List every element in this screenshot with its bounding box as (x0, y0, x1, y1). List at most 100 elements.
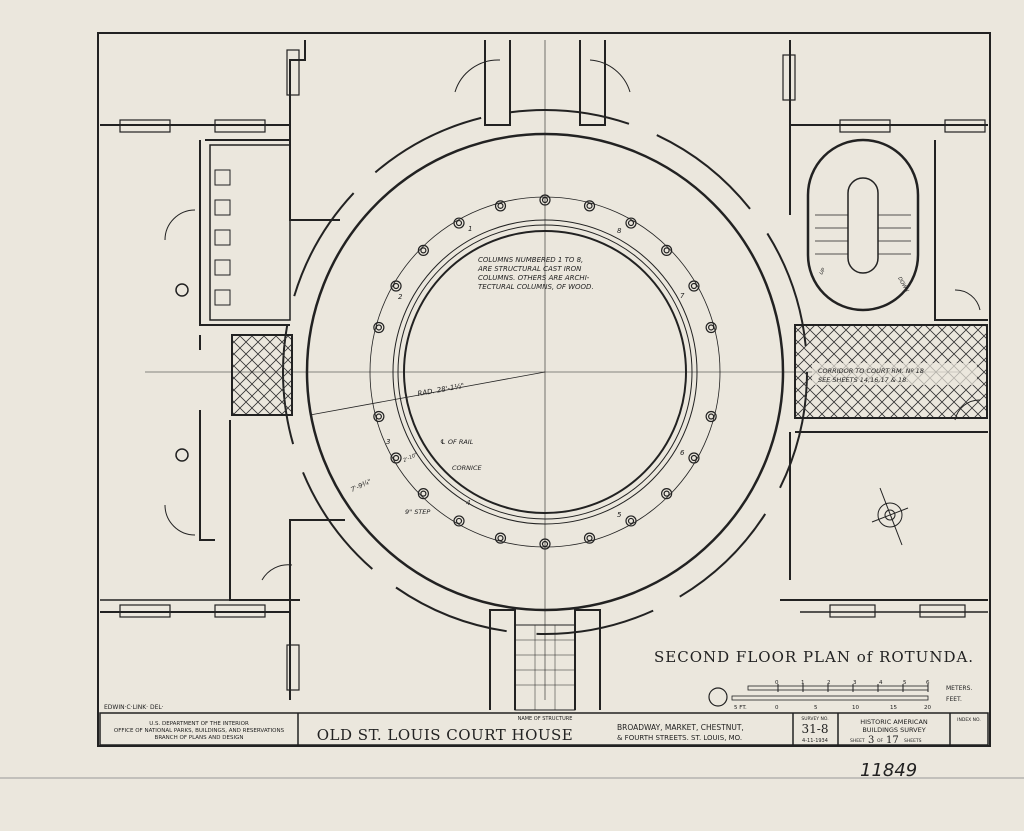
column-icon (625, 217, 637, 229)
svg-text:BRANCH OF PLANS AND DESIGN: BRANCH OF PLANS AND DESIGN (155, 735, 244, 741)
dimension-label: 7'-9¾" (349, 477, 372, 493)
svg-text:8: 8 (617, 227, 622, 235)
svg-text:SHEETS: SHEETS (904, 738, 922, 744)
column-icon (417, 244, 429, 256)
column-icon (688, 452, 700, 464)
title-block (99, 712, 989, 746)
column-icon (663, 247, 670, 254)
column-icon (390, 280, 402, 292)
rail-line-inner (397, 224, 693, 520)
address-line-2: & FOURTH STREETS. ST. LOUIS, MO. (617, 734, 742, 742)
svg-text:5 FT.: 5 FT. (734, 705, 747, 711)
column-icon (453, 515, 465, 527)
rail-line (392, 219, 698, 525)
column-icon (420, 247, 427, 254)
column-icon (373, 410, 385, 423)
habs-line-1: HISTORIC AMERICAN (860, 718, 928, 726)
structure-name: OLD ST. LOUIS COURT HOUSE (317, 726, 574, 744)
column-icon (455, 219, 463, 227)
left-wing-walls (100, 40, 340, 221)
column-icon (661, 488, 673, 500)
column-icon (455, 517, 463, 525)
column-icon (583, 200, 596, 212)
column-icon (420, 490, 427, 497)
svg-text:5: 5 (903, 680, 907, 686)
north-entrance-walls (484, 40, 606, 126)
svg-text:5: 5 (617, 511, 622, 519)
column-icon (453, 217, 465, 229)
svg-text:4: 4 (466, 499, 470, 507)
svg-text:0: 0 (775, 680, 779, 686)
svg-text:SHEET: SHEET (850, 738, 865, 744)
columns-ring (373, 194, 717, 550)
column-icon (661, 244, 673, 256)
svg-text:ARE STRUCTURAL CAST IRON: ARE STRUCTURAL CAST IRON (477, 265, 582, 273)
column-icon (539, 194, 551, 206)
svg-text:COLUMNS NUMBERED 1 TO 8,: COLUMNS NUMBERED 1 TO 8, (478, 256, 583, 264)
drawing-title: SECOND FLOOR PLAN of ROTUNDA. (654, 648, 974, 666)
svg-text:1: 1 (468, 225, 472, 233)
svg-text:TECTURAL COLUMNS, OF WOOD.: TECTURAL COLUMNS, OF WOOD. (478, 283, 594, 291)
column-icon (539, 538, 551, 550)
column-icon (494, 532, 507, 544)
south-stair (514, 624, 576, 711)
north-doors (454, 59, 631, 93)
left-toilet-room (209, 144, 291, 321)
radius-line (309, 371, 546, 416)
svg-text:COLUMNS. OTHERS ARE ARCHI-: COLUMNS. OTHERS ARE ARCHI- (478, 274, 590, 282)
column-icon (663, 490, 670, 497)
column-icon (392, 454, 400, 462)
svg-text:U.S. DEPARTMENT OF THE INTERIO: U.S. DEPARTMENT OF THE INTERIOR (149, 721, 249, 727)
svg-text:20: 20 (924, 705, 931, 711)
column-icon (390, 452, 402, 464)
column-note: COLUMNS NUMBERED 1 TO 8, ARE STRUCTURAL … (477, 256, 594, 291)
svg-text:1: 1 (801, 680, 805, 686)
column-icon (375, 413, 382, 420)
svg-text:2: 2 (398, 293, 403, 301)
column-numbers: 1 2 3 4 5 6 7 8 (386, 225, 685, 519)
column-icon (625, 515, 637, 527)
feet-label: FEET. (946, 696, 962, 703)
svg-text:5: 5 (814, 705, 818, 711)
delineator-credit: EDWIN·C·LINK· DEL· (104, 704, 164, 711)
sheet-border (97, 32, 991, 747)
stair-down-label: DOWN (896, 276, 910, 293)
svg-text:4: 4 (879, 680, 883, 686)
column-icon (497, 535, 504, 542)
cornice-label: CORNICE (452, 464, 482, 472)
column-icon (705, 321, 717, 334)
handwritten-annotation: 11849 (860, 760, 917, 781)
rotunda-outer-wall (305, 132, 785, 612)
west-corridor-hatched (231, 334, 293, 416)
column-icon (708, 413, 715, 420)
column-icon (688, 280, 700, 292)
stair-up-label: UP (819, 267, 828, 276)
svg-text:OF: OF (877, 738, 884, 744)
svg-text:3: 3 (868, 735, 874, 746)
corridor-note-sheets: SEE SHEETS 14,16,17 & 18. (818, 376, 908, 384)
column-icon (494, 200, 507, 212)
column-icon (541, 196, 549, 204)
svg-text:7: 7 (680, 292, 685, 300)
svg-text:17: 17 (886, 735, 899, 746)
survey-label: SURVEY NO. (801, 716, 828, 722)
column-icon (541, 540, 549, 548)
column-icon (497, 202, 504, 209)
column-icon (392, 282, 400, 290)
svg-text:0: 0 (775, 705, 779, 711)
svg-text:3: 3 (386, 438, 390, 446)
right-wing-walls (789, 40, 988, 321)
svg-text:15: 15 (890, 705, 897, 711)
sheet-number: SHEET 3 OF 17 SHEETS (850, 735, 922, 746)
structure-name-label: NAME OF STRUCTURE (518, 716, 573, 722)
oval-staircase (806, 138, 920, 312)
svg-text:10: 10 (852, 705, 859, 711)
cornice-opening (403, 230, 687, 514)
svg-text:6: 6 (926, 680, 930, 686)
svg-text:3: 3 (853, 680, 857, 686)
svg-text:6: 6 (680, 449, 685, 457)
agency-block: U.S. DEPARTMENT OF THE INTERIOR OFFICE O… (114, 721, 285, 741)
scale-tick-labels: 0 1 2 3 4 5 6 5 FT. 0 5 10 15 20 (734, 680, 931, 711)
column-icon (583, 532, 596, 544)
